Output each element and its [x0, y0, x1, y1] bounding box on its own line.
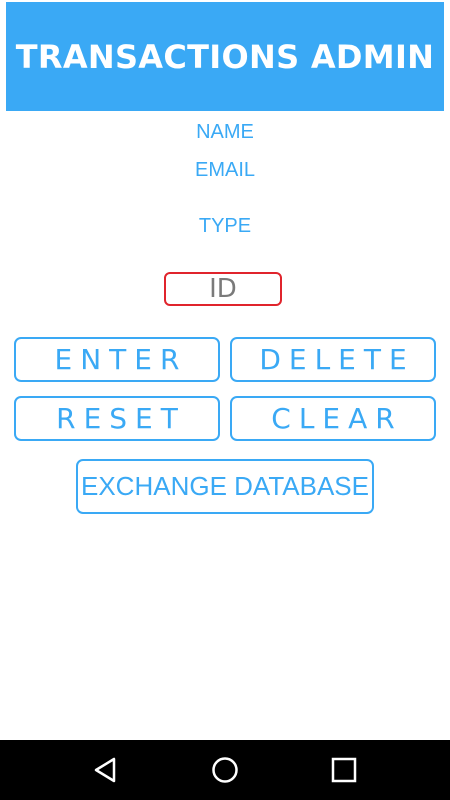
recents-button[interactable] [324, 750, 364, 790]
exchange-database-button[interactable]: EXCHANGE DATABASE [76, 459, 374, 514]
reset-button-label: RESET [56, 402, 186, 435]
enter-button[interactable]: ENTER [14, 337, 220, 382]
home-icon [212, 757, 238, 783]
page-title: TRANSACTIONS ADMIN [15, 37, 435, 76]
reset-button[interactable]: RESET [14, 396, 220, 441]
home-button[interactable] [205, 750, 245, 790]
delete-button[interactable]: DELETE [230, 337, 436, 382]
id-placeholder: ID [209, 274, 237, 304]
recents-icon [331, 757, 357, 783]
id-field[interactable]: ID [164, 272, 282, 306]
back-button[interactable] [86, 750, 126, 790]
clear-button[interactable]: CLEAR [230, 396, 436, 441]
app-header: TRANSACTIONS ADMIN [6, 2, 444, 111]
clear-button-label: CLEAR [271, 402, 403, 435]
email-label: EMAIL [194, 159, 256, 181]
delete-button-label: DELETE [259, 343, 415, 376]
back-icon [94, 757, 116, 783]
name-label: NAME [196, 121, 254, 143]
type-label: TYPE [198, 215, 252, 237]
system-navigation-bar [0, 740, 450, 800]
exchange-database-button-label: EXCHANGE DATABASE [81, 471, 369, 501]
enter-button-label: ENTER [54, 343, 188, 376]
